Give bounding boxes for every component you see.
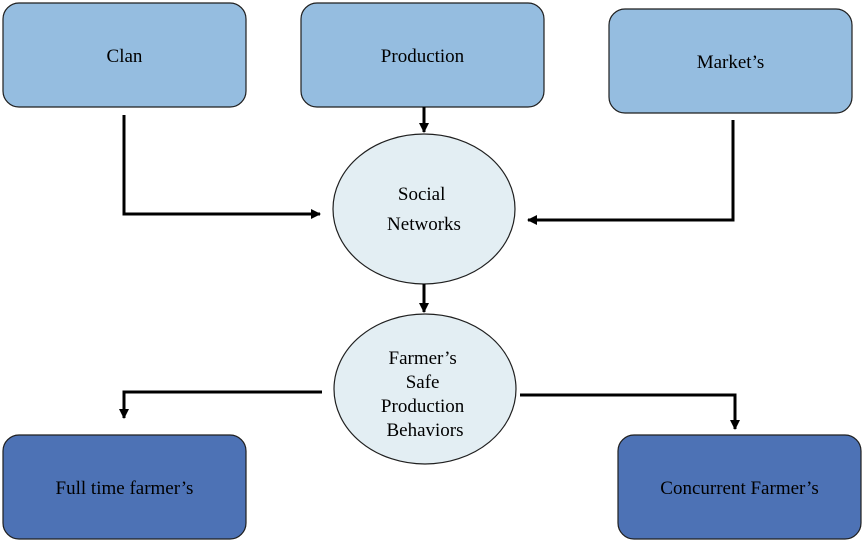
markets-node: Market’s [608,8,853,114]
safe-to-concurrent-arrow [520,393,740,430]
concurrent-farmers-label: Concurrent Farmer’s [660,478,818,499]
clan-node: Clan [2,2,247,108]
safe-to-full-time-arrow [119,390,322,419]
social-networks-label: Social Networks [387,184,461,235]
safe-production-behaviors-node: Farmer’s Safe Production Behaviors [333,313,517,465]
full-time-farmers-label: Full time farmer’s [56,478,194,499]
production-node: Production [300,2,545,108]
social-networks-node: Social Networks [332,133,516,285]
safe-production-behaviors-label: Farmer’s Safe Production Behaviors [381,348,469,441]
concurrent-farmers-node: Concurrent Farmer’s [617,434,862,540]
production-label: Production [381,46,465,67]
clan-to-social-arrow [122,115,321,219]
markets-label: Market’s [697,52,765,73]
markets-to-social-arrow [527,120,735,225]
clan-label: Clan [107,46,143,67]
full-time-farmers-node: Full time farmer’s [2,434,247,540]
